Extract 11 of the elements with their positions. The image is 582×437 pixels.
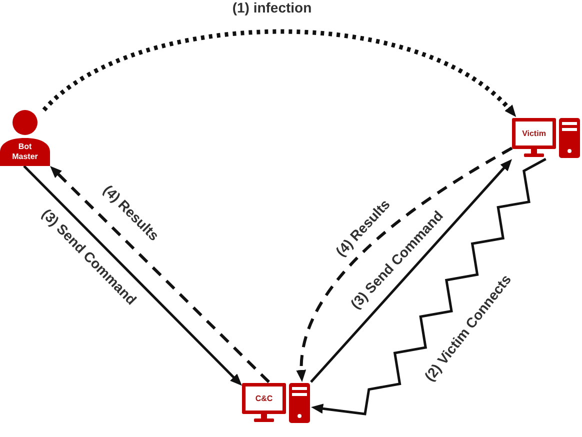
screen-label: Victim [522,128,546,138]
person-figure [0,110,50,166]
zigzag-arrow [311,158,546,416]
figure-label: Bot Master [11,142,39,162]
dashed-arrow [50,166,270,384]
dotted-arrow [42,29,517,117]
edge-label: (1) infection [232,0,312,16]
computer-icon [242,382,311,424]
screen-label: C&C [255,394,273,404]
computer-icon [512,117,581,159]
arrow [23,165,242,386]
